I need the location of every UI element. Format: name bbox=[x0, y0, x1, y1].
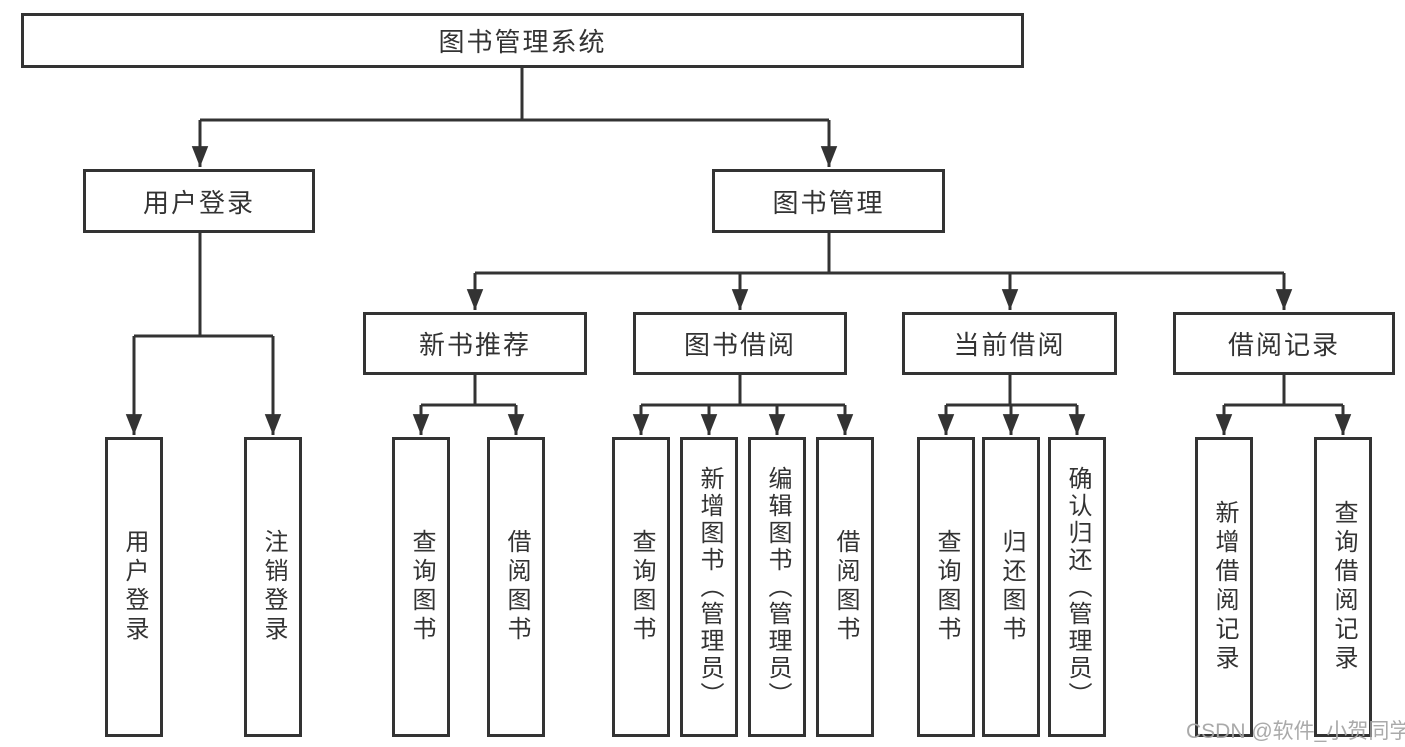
leaf-records-add-record: 新增借阅记录 bbox=[1195, 437, 1253, 737]
leaf-logout-login-label: 注销登录 bbox=[260, 529, 287, 645]
node-borrowing-records: 借阅记录 bbox=[1173, 312, 1395, 375]
leaf-borrow-query-books: 查询图书 bbox=[612, 437, 670, 737]
leaf-current-confirm-return-admin-label: 确认归还（管理员） bbox=[1064, 465, 1091, 709]
leaf-borrow-query-books-label: 查询图书 bbox=[628, 529, 655, 645]
node-root-system-label: 图书管理系统 bbox=[438, 27, 607, 57]
node-root-system: 图书管理系统 bbox=[21, 13, 1024, 68]
leaf-current-query-books-label: 查询图书 bbox=[933, 529, 960, 645]
node-book-management: 图书管理 bbox=[712, 169, 945, 233]
node-book-borrowing: 图书借阅 bbox=[633, 312, 847, 375]
leaf-borrow-borrow-books-label: 借阅图书 bbox=[832, 529, 859, 645]
leaf-records-add-record-label: 新增借阅记录 bbox=[1211, 500, 1238, 674]
node-user-login-label: 用户登录 bbox=[142, 187, 255, 218]
leaf-borrow-add-books-admin-label: 新增图书（管理员） bbox=[696, 465, 723, 709]
node-new-book-recommend: 新书推荐 bbox=[363, 312, 587, 375]
leaf-user-login-label: 用户登录 bbox=[121, 529, 148, 645]
leaf-recommend-borrow-books-label: 借阅图书 bbox=[503, 529, 530, 645]
csdn-watermark: CSDN @软件_小贺同学 bbox=[1186, 720, 1405, 743]
leaf-logout-login: 注销登录 bbox=[244, 437, 302, 737]
leaf-borrow-edit-books-admin-label: 编辑图书（管理员） bbox=[764, 465, 791, 709]
leaf-current-query-books: 查询图书 bbox=[917, 437, 975, 737]
node-user-login: 用户登录 bbox=[83, 169, 315, 233]
leaf-borrow-borrow-books: 借阅图书 bbox=[816, 437, 874, 737]
node-book-borrowing-label: 图书借阅 bbox=[683, 330, 796, 360]
leaf-user-login: 用户登录 bbox=[105, 437, 163, 737]
node-borrowing-records-label: 借阅记录 bbox=[1227, 330, 1340, 360]
leaf-current-confirm-return-admin: 确认归还（管理员） bbox=[1048, 437, 1106, 737]
leaf-records-query-record-label: 查询借阅记录 bbox=[1330, 500, 1357, 674]
node-current-borrowing-label: 当前借阅 bbox=[953, 330, 1066, 360]
node-book-management-label: 图书管理 bbox=[772, 187, 885, 218]
leaf-current-return-books: 归还图书 bbox=[982, 437, 1040, 737]
leaf-recommend-borrow-books: 借阅图书 bbox=[487, 437, 545, 737]
node-new-book-recommend-label: 新书推荐 bbox=[418, 330, 531, 360]
leaf-recommend-query-books: 查询图书 bbox=[392, 437, 450, 737]
leaf-borrow-add-books-admin: 新增图书（管理员） bbox=[680, 437, 738, 737]
leaf-records-query-record: 查询借阅记录 bbox=[1314, 437, 1372, 737]
node-current-borrowing: 当前借阅 bbox=[902, 312, 1117, 375]
leaf-borrow-edit-books-admin: 编辑图书（管理员） bbox=[748, 437, 806, 737]
leaf-recommend-query-books-label: 查询图书 bbox=[408, 529, 435, 645]
leaf-current-return-books-label: 归还图书 bbox=[998, 529, 1025, 645]
